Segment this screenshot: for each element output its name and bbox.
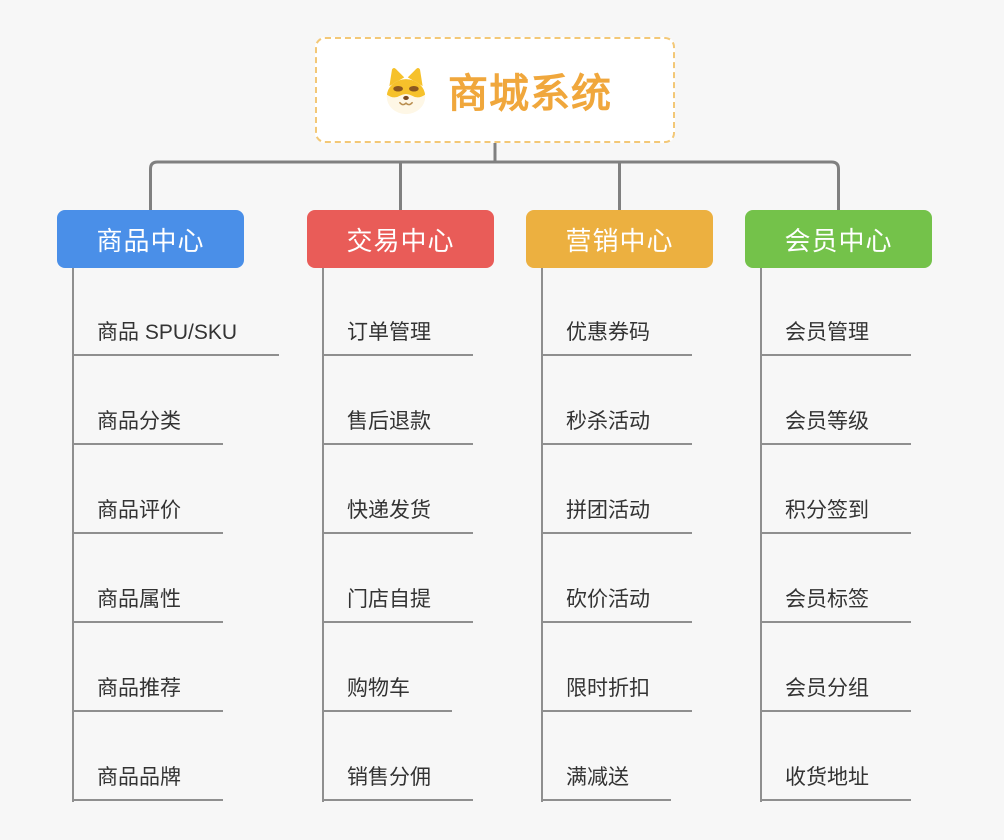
leaf-node[interactable]: 商品属性 [72, 585, 223, 623]
branch-child-line [322, 268, 324, 802]
shiba-dog-icon [386, 67, 426, 114]
root-title: 商城系统 [448, 72, 612, 116]
branch-header-trade[interactable]: 交易中心 [307, 210, 494, 268]
leaf-node[interactable]: 拼团活动 [541, 496, 692, 534]
root-node[interactable]: 商城系统 [315, 37, 675, 143]
leaf-node[interactable]: 会员管理 [760, 318, 911, 356]
leaf-node[interactable]: 售后退款 [322, 407, 473, 445]
leaf-node[interactable]: 快递发货 [322, 496, 473, 534]
branch-column-member: 会员中心 会员管理 会员等级 积分签到 会员标签 会员分组 收货地址 [745, 210, 945, 820]
branch-child-line [541, 268, 543, 802]
leaf-node[interactable]: 商品推荐 [72, 674, 223, 712]
connector-group [149, 141, 840, 210]
branch-column-trade: 交易中心 订单管理 售后退款 快递发货 门店自提 购物车 销售分佣 [307, 210, 507, 820]
leaf-node[interactable]: 限时折扣 [541, 674, 692, 712]
branch-child-line [760, 268, 762, 802]
leaf-node[interactable]: 订单管理 [322, 318, 473, 356]
leaf-node[interactable]: 满减送 [541, 763, 671, 801]
leaf-node[interactable]: 积分签到 [760, 496, 911, 534]
leaf-node[interactable]: 商品分类 [72, 407, 223, 445]
branch-column-product: 商品中心 商品 SPU/SKU 商品分类 商品评价 商品属性 商品推荐 商品品牌 [57, 210, 280, 820]
leaf-node[interactable]: 会员标签 [760, 585, 911, 623]
branch-header-member[interactable]: 会员中心 [745, 210, 932, 268]
leaf-node[interactable]: 商品 SPU/SKU [72, 318, 280, 356]
branch-header-marketing[interactable]: 营销中心 [526, 210, 713, 268]
leaf-node[interactable]: 商品评价 [72, 496, 223, 534]
leaf-node[interactable]: 收货地址 [760, 763, 911, 801]
leaf-node[interactable]: 优惠券码 [541, 318, 692, 356]
leaf-node[interactable]: 砍价活动 [541, 585, 692, 623]
branch-column-marketing: 营销中心 优惠券码 秒杀活动 拼团活动 砍价活动 限时折扣 满减送 [526, 210, 726, 820]
leaf-node[interactable]: 商品品牌 [72, 763, 223, 801]
leaf-node[interactable]: 会员分组 [760, 674, 911, 712]
leaf-node[interactable]: 销售分佣 [322, 763, 473, 801]
leaf-node[interactable]: 会员等级 [760, 407, 911, 445]
leaf-node[interactable]: 门店自提 [322, 585, 473, 623]
leaf-node[interactable]: 购物车 [322, 674, 452, 712]
branch-rail-line [149, 160, 840, 210]
branch-child-line [72, 268, 74, 802]
branch-header-product[interactable]: 商品中心 [57, 210, 244, 268]
leaf-node[interactable]: 秒杀活动 [541, 407, 692, 445]
